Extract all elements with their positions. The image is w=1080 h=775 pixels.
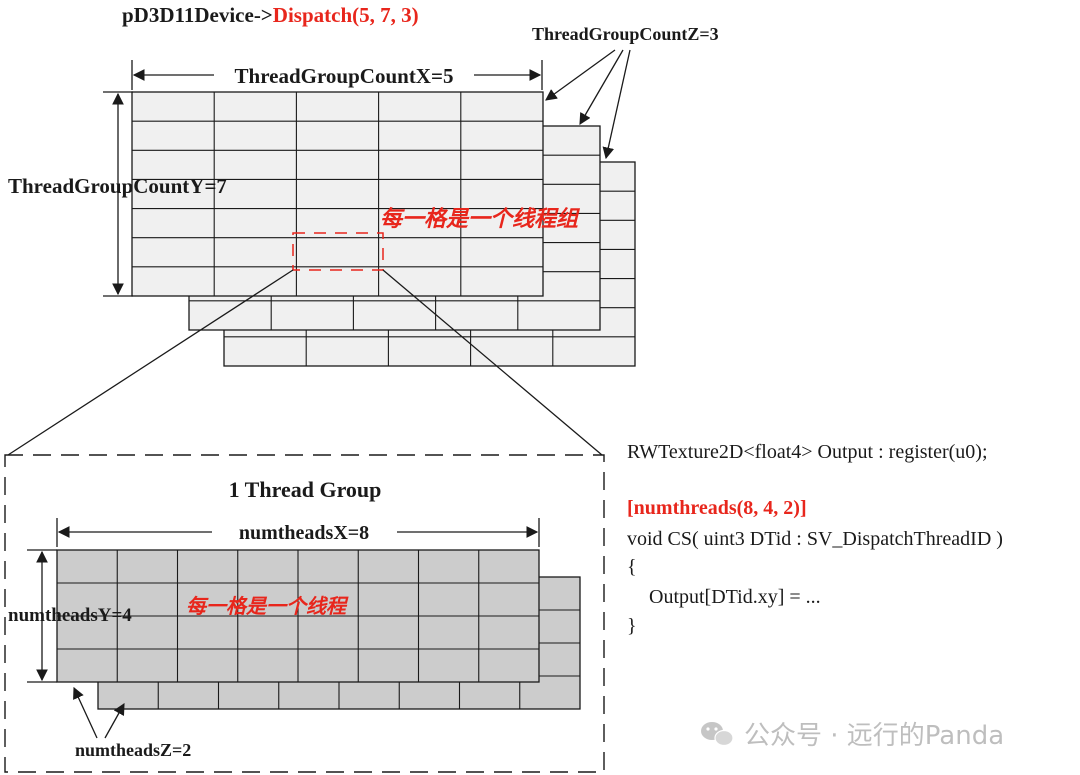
thread-grid-stack [56, 549, 581, 710]
thread-group-frame [4, 454, 605, 773]
group-layer-1-frame [131, 91, 544, 297]
group-layer-1 [131, 91, 544, 297]
code-line-open-brace: { [627, 556, 637, 578]
selected-thread-group-box [292, 232, 384, 271]
thread-layer-1 [56, 549, 540, 683]
dispatch-call-prefix: pD3D11Device-> [122, 3, 273, 27]
count-z-label: ThreadGroupCountZ=3 [532, 24, 719, 44]
thread-cell-note: 每一格是一个线程 [186, 594, 349, 618]
dispatch-call-args: Dispatch(5, 7, 3) [273, 3, 419, 27]
num-z-label: numtheadsZ=2 [75, 740, 191, 760]
code-line-output-decl: RWTexture2D<float4> Output : register(u0… [627, 441, 988, 463]
code-line-close-brace: } [627, 615, 637, 637]
num-z-arrow-1 [73, 686, 98, 739]
code-line-numthreads: [numthreads(8, 4, 2)] [627, 497, 807, 519]
num-z-arrow-2 [104, 702, 125, 739]
zoom-line-right [382, 269, 603, 456]
code-line-function-sig: void CS( uint3 DTid : SV_DispatchThreadI… [627, 528, 1003, 550]
dispatch-call-title: pD3D11Device->Dispatch(5, 7, 3) [122, 3, 419, 27]
count-z-arrow-3 [602, 49, 631, 160]
thread-group-title: 1 Thread Group [229, 477, 382, 502]
num-x-label-bg [212, 519, 397, 543]
wechat-icon [701, 722, 734, 747]
zoom-line-left [7, 269, 294, 456]
count-x-label-bg [214, 63, 474, 87]
watermark: 公众号 · 远行的Panda [701, 721, 1004, 751]
code-line-body: Output[DTid.xy] = ... [649, 586, 821, 608]
num-y-label: numtheadsY=4 [8, 605, 132, 626]
num-x-label: numtheadsX=8 [239, 522, 369, 544]
thread-group-cell-note: 每一格是一个线程组 [380, 206, 581, 232]
watermark-text: 公众号 · 远行的Panda [744, 721, 1004, 751]
count-z-arrow-1 [545, 49, 616, 101]
count-x-label: ThreadGroupCountX=5 [235, 64, 454, 88]
count-z-arrow-2 [579, 49, 624, 126]
count-y-label: ThreadGroupCountY=7 [8, 174, 227, 198]
thread-group-grid-stack [131, 91, 636, 367]
shader-code: RWTexture2D<float4> Output : register(u0… [627, 441, 1003, 637]
